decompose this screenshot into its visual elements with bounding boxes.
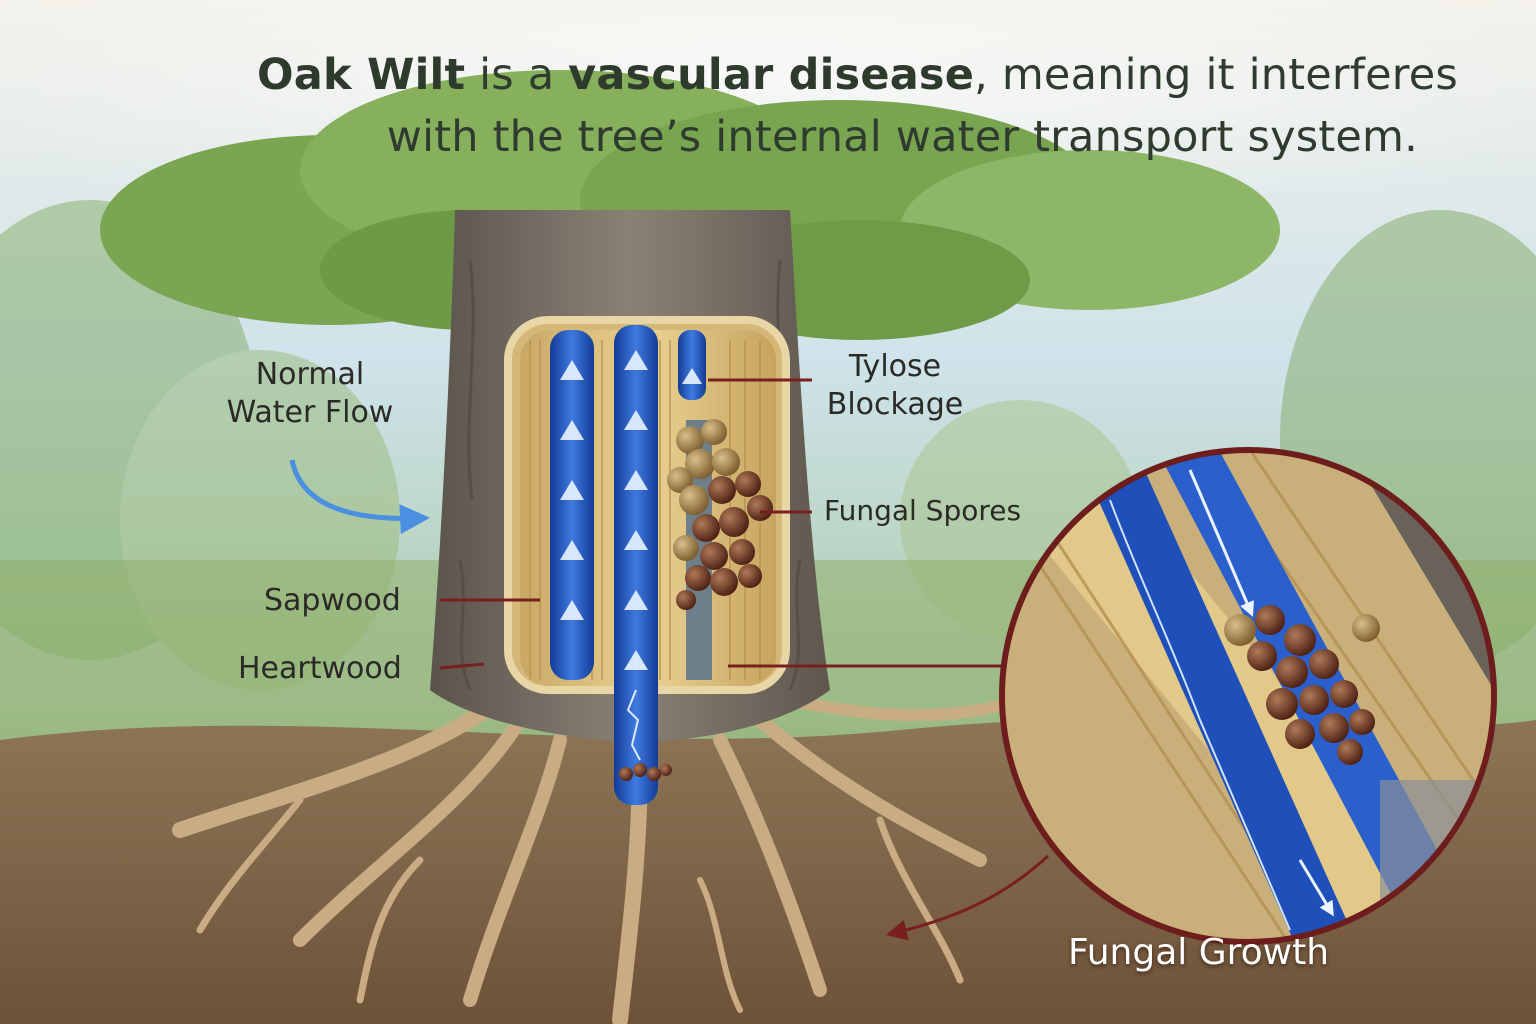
flow-arrows	[560, 350, 702, 670]
normal-flow-arrow	[289, 459, 430, 535]
heartwood-leader-line	[439, 662, 485, 670]
xylem-vessels	[550, 325, 706, 805]
tylose-line-2: Blockage	[826, 387, 964, 422]
spore-cluster-root	[619, 763, 672, 781]
headline-text-1: is a	[465, 50, 569, 100]
tylose-line-1: Tylose	[848, 349, 942, 384]
zoom-inset-ring	[999, 447, 1497, 945]
fungal-spores-label: Fungal Spores	[824, 494, 1022, 527]
fungal-growth-arrow	[885, 854, 1050, 941]
fungal-growth-label: Fungal Growth	[1068, 932, 1330, 973]
vessel-right	[678, 330, 706, 400]
sapwood-label: Sapwood	[264, 583, 401, 618]
headline-text-2: , meaning it interferes	[974, 50, 1458, 100]
normal-flow-line-1: Normal	[255, 357, 365, 392]
headline: Oak Wilt is a vascular disease, meaning …	[158, 44, 1458, 168]
headline-line-2: with the tree’s internal water transport…	[386, 112, 1418, 162]
normal-flow-line-2: Water Flow	[226, 395, 394, 430]
normal-water-flow-label: Normal Water Flow	[200, 356, 420, 432]
spore-cluster-trunk	[667, 419, 773, 610]
vessel-left	[550, 330, 594, 680]
headline-bold-oak-wilt: Oak Wilt	[257, 50, 466, 100]
vessel-center	[614, 325, 658, 805]
tylose-blockage-label: Tylose Blockage	[810, 348, 980, 424]
heartwood-label: Heartwood	[238, 651, 402, 686]
headline-bold-vascular: vascular disease	[568, 50, 975, 100]
